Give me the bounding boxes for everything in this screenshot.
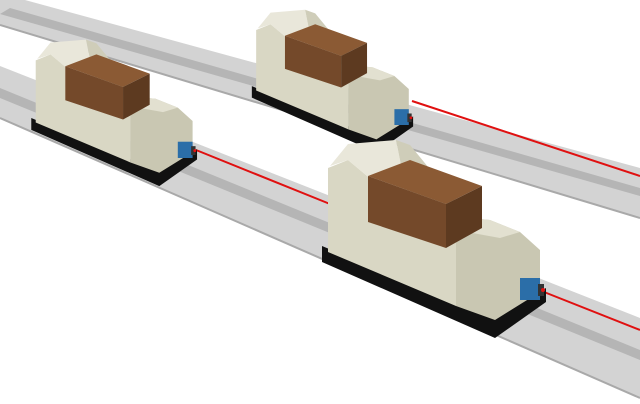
laser-beam-back <box>411 100 640 177</box>
laser-beam-front <box>543 291 640 331</box>
cart-back-right <box>251 9 414 153</box>
laser-beam-left <box>195 149 331 205</box>
